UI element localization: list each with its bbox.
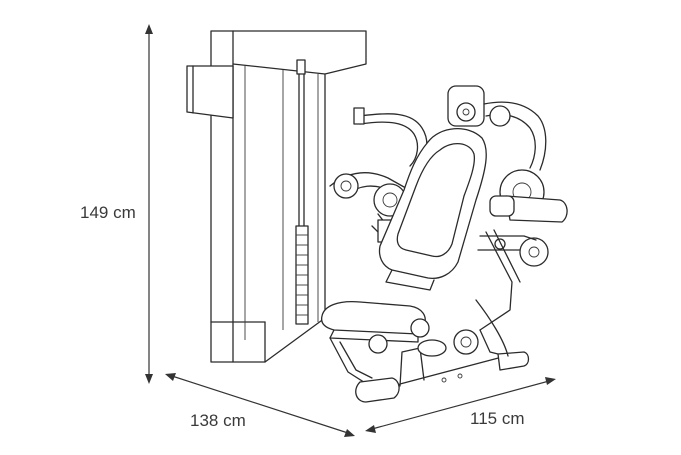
- width-dimension-line: [165, 373, 355, 437]
- depth-label: 115 cm: [470, 409, 525, 428]
- backrest: [378, 127, 487, 291]
- depth-dimension-line: [365, 377, 556, 433]
- width-label: 138 cm: [190, 411, 246, 430]
- weight-stack-tower: [186, 30, 367, 363]
- base-frame: [329, 229, 530, 403]
- seat: [320, 300, 430, 354]
- height-dimension-line: [145, 24, 153, 384]
- top-pivot-assembly: [447, 85, 547, 171]
- height-label: 149 cm: [80, 203, 136, 222]
- right-handle-arm: [477, 169, 568, 267]
